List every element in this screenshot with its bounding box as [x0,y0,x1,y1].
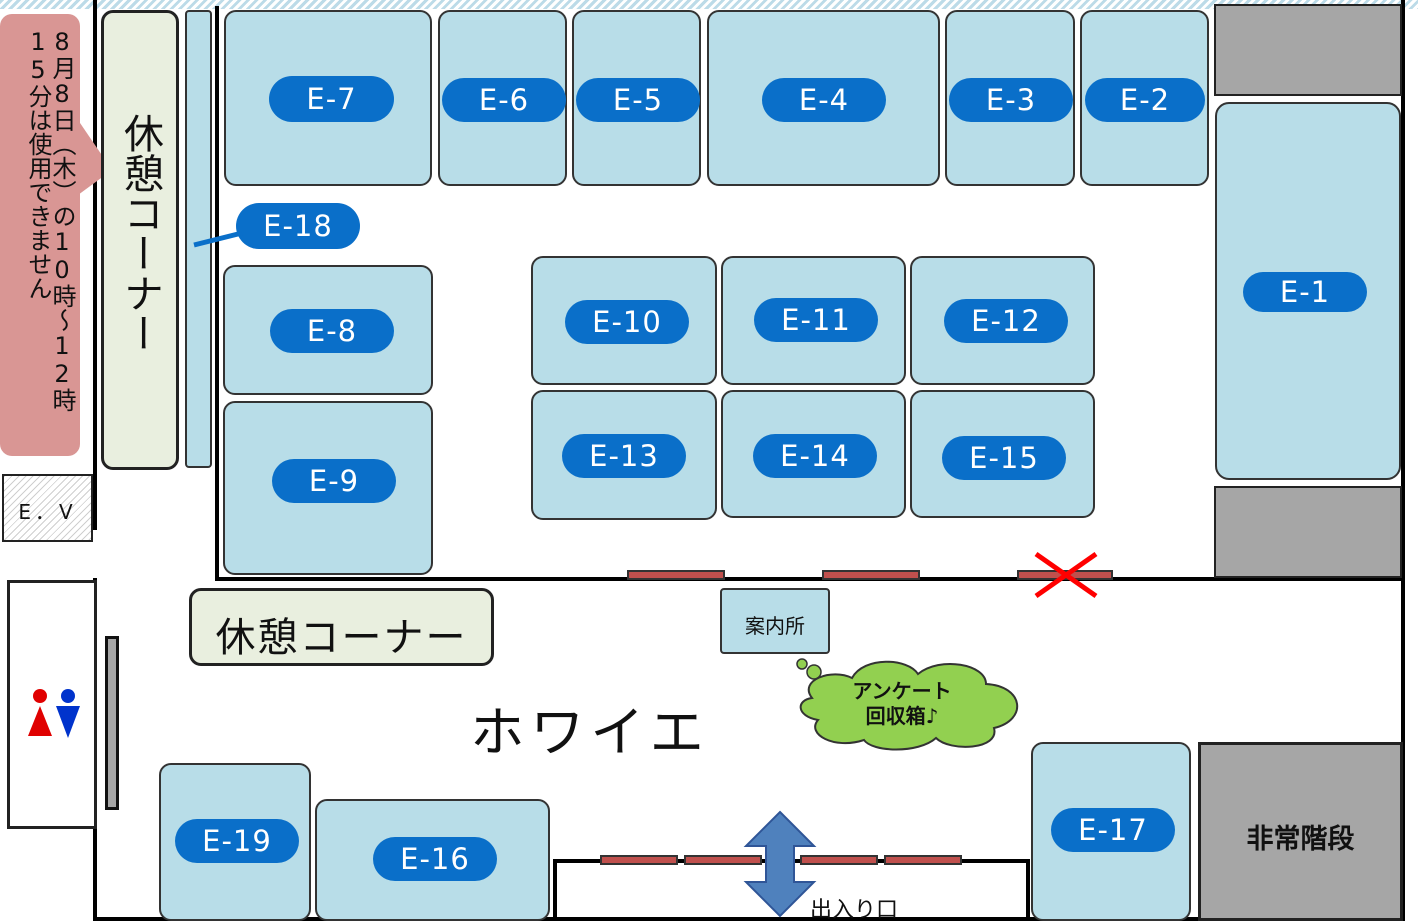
restroom [7,580,97,829]
booth-e19: E-19 [159,763,311,921]
closed-cross-icon [1034,551,1098,599]
gray-block [1214,486,1402,578]
booth-e13: E-13 [531,390,717,520]
entrance-door [600,855,678,865]
booth-e9: E-9 [223,401,433,575]
wall [93,917,1403,921]
hall-door [627,570,725,580]
booth-label: E-17 [1051,808,1175,852]
rest-corner-horizontal: 休憩コーナー [189,588,494,666]
booth-label: E-9 [272,459,396,503]
emergency-stairs: 非常階段 [1198,742,1403,921]
booth-e12: E-12 [910,256,1095,385]
booth-e18-label: E-18 [236,203,360,249]
booth-e14: E-14 [721,390,906,518]
entrance-door [800,855,878,865]
booth-e7: E-7 [224,10,432,186]
restroom-door [105,636,119,810]
booth-e8: E-8 [223,265,433,395]
booth-label: E-2 [1085,78,1205,122]
rest-corner-vertical-label: 休憩コーナー [117,113,163,353]
booth-e17: E-17 [1031,742,1191,921]
entrance-label: 出入り口 [810,898,899,923]
booth-e2: E-2 [1080,10,1209,186]
booth-label: E-6 [442,78,566,122]
booth-label: E-11 [754,298,878,342]
gray-block [1214,4,1402,96]
rest-corner-horizontal-label: 休憩コーナー [215,615,468,661]
entrance-door [684,855,762,865]
booth-label: E-12 [944,299,1068,343]
wall [93,0,97,530]
hall-door [822,570,920,580]
booth-e16: E-16 [315,799,550,921]
wall [1026,859,1030,921]
emergency-stairs-label: 非常階段 [1246,824,1355,855]
wall [553,859,557,921]
booth-label: E-3 [949,78,1073,122]
top-pattern-band [0,0,1418,9]
wall [1401,0,1405,921]
booth-e5: E-5 [572,10,701,186]
booth-label: E-1 [1243,272,1367,312]
booth-e6: E-6 [438,10,567,186]
foyer-label: ホワイエ [470,701,710,764]
booth-e3: E-3 [945,10,1075,186]
booth-label: E-8 [270,309,394,353]
wall [215,6,219,581]
elevator: E．V [2,474,93,542]
booth-label: E-5 [576,78,700,122]
booth-label: E-10 [565,300,689,344]
wall [215,577,1401,581]
booth-e1: E-1 [1215,102,1401,480]
entrance-door [884,855,962,865]
booth-label: E-4 [762,78,886,122]
entrance-arrow-icon [743,810,817,918]
info-desk: 案内所 [720,588,830,654]
booth-label: E-15 [942,436,1066,480]
booth-label: E-19 [175,819,299,863]
elevator-label: E．V [18,500,77,524]
booth-label: E-16 [373,837,497,881]
info-desk-label: 案内所 [745,614,805,638]
booth-label: E-14 [753,434,877,478]
notice-banner: 8月8日（木）の10時～12時15分は使用できません [0,14,80,456]
booth-label: E-13 [562,434,686,478]
booth-label: E-7 [269,76,394,122]
booth-e15: E-15 [910,390,1095,518]
rest-corner-vertical: 休憩コーナー [101,10,179,470]
restroom-icon [28,689,80,738]
notice-text: 8月8日（木）の10時～12時15分は使用できません [24,28,76,412]
e18-pointer-line [193,230,243,248]
survey-box-bubble [796,658,1019,751]
booth-e4: E-4 [707,10,940,186]
survey-box-label: アンケート 回収箱♪ [852,679,952,728]
booth-e10: E-10 [531,256,717,385]
booth-e11: E-11 [721,256,906,385]
